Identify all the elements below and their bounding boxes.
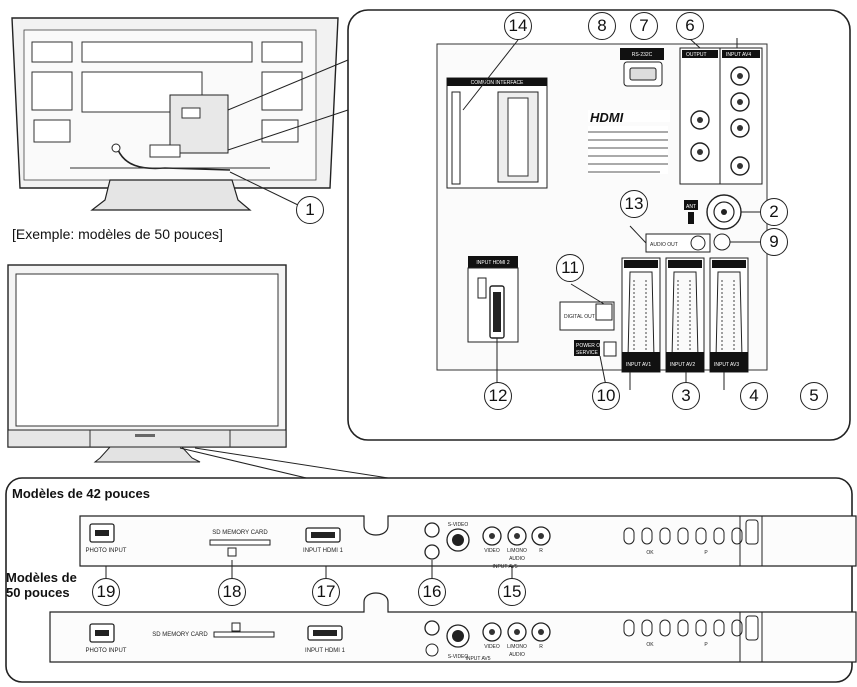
svg-text:INPUT HDMI 2: INPUT HDMI 2 [476, 260, 509, 266]
callout-8: 8 [588, 12, 616, 40]
caption-example-50: [Exemple: modèles de 50 pouces] [12, 226, 223, 242]
callout-12: 12 [484, 382, 512, 410]
sd-label-50: SD MEMORY CARD [152, 632, 208, 638]
lmono-label-42: L/MONO [507, 548, 527, 554]
digital-out-label: DIGITAL OUT [564, 314, 595, 320]
callout-15: 15 [498, 578, 526, 606]
video-label-42: VIDEO [484, 548, 500, 554]
p-label-50: P [704, 642, 708, 648]
svideo-label-50: S-VIDEO [448, 654, 469, 660]
av5-label-50: INPUT AV5 [465, 656, 490, 662]
svg-text:ANT: ANT [686, 204, 696, 210]
power-on-label: POWER ON [576, 343, 604, 349]
tv-front-illustration [7, 264, 441, 487]
rear-panel-zoom: COMMON INTERFACE RS-232C HDMI [347, 9, 851, 441]
callout-1: 1 [296, 196, 324, 224]
photo-input-label-50: PHOTO INPUT [86, 648, 127, 654]
p-label-42: P [704, 550, 708, 556]
callout-17: 17 [312, 578, 340, 606]
callout-6: 6 [676, 12, 704, 40]
tv-rear-illustration [11, 17, 349, 211]
audio-out-label: AUDIO OUT [650, 242, 678, 248]
callout-2: 2 [760, 198, 788, 226]
photo-input-label-42: PHOTO INPUT [86, 548, 127, 554]
callout-10: 10 [592, 382, 620, 410]
av5-label-42: INPUT AV5 [492, 564, 517, 570]
callout-4: 4 [740, 382, 768, 410]
video-label-50: VIDEO [484, 644, 500, 650]
callout-19: 19 [92, 578, 120, 606]
r-label-50: R [539, 644, 543, 650]
output-label: OUTPUT [686, 52, 707, 58]
av1-label: INPUT AV1 [626, 362, 651, 368]
callout-16: 16 [418, 578, 446, 606]
ok-label-50: OK [646, 642, 654, 648]
av4-label: INPUT AV4 [726, 52, 751, 58]
hdmi1-label-42: INPUT HDMI 1 [303, 548, 344, 554]
callout-18: 18 [218, 578, 246, 606]
callout-13: 13 [620, 190, 648, 218]
callout-11: 11 [556, 254, 584, 282]
caption-models-50: Modèles de 50 pouces [6, 570, 77, 600]
ok-label-42: OK [646, 550, 654, 556]
av2-label: INPUT AV2 [670, 362, 695, 368]
callout-3: 3 [672, 382, 700, 410]
lmono-label-50: L/MONO [507, 644, 527, 650]
caption-models-50-line1: Modèles de [6, 570, 77, 585]
hdmi-logo: HDMI [590, 110, 624, 125]
sd-label-42: SD MEMORY CARD [212, 530, 268, 536]
hdmi1-label-50: INPUT HDMI 1 [305, 648, 346, 654]
callout-9: 9 [760, 228, 788, 256]
callout-5: 5 [800, 382, 828, 410]
svideo-label-42: S-VIDEO [448, 522, 469, 528]
service-label: SERVICE [576, 350, 599, 356]
audio-label-50: AUDIO [509, 652, 525, 658]
callout-14: 14 [504, 12, 532, 40]
svg-text:COMMON INTERFACE: COMMON INTERFACE [471, 80, 524, 86]
audio-label-42: AUDIO [509, 556, 525, 562]
callout-7: 7 [630, 12, 658, 40]
caption-models-42: Modèles de 42 pouces [12, 486, 150, 501]
svg-text:RS-232C: RS-232C [632, 52, 653, 58]
av3-label: INPUT AV3 [714, 362, 739, 368]
r-label-42: R [539, 548, 543, 554]
caption-models-50-line2: 50 pouces [6, 585, 70, 600]
